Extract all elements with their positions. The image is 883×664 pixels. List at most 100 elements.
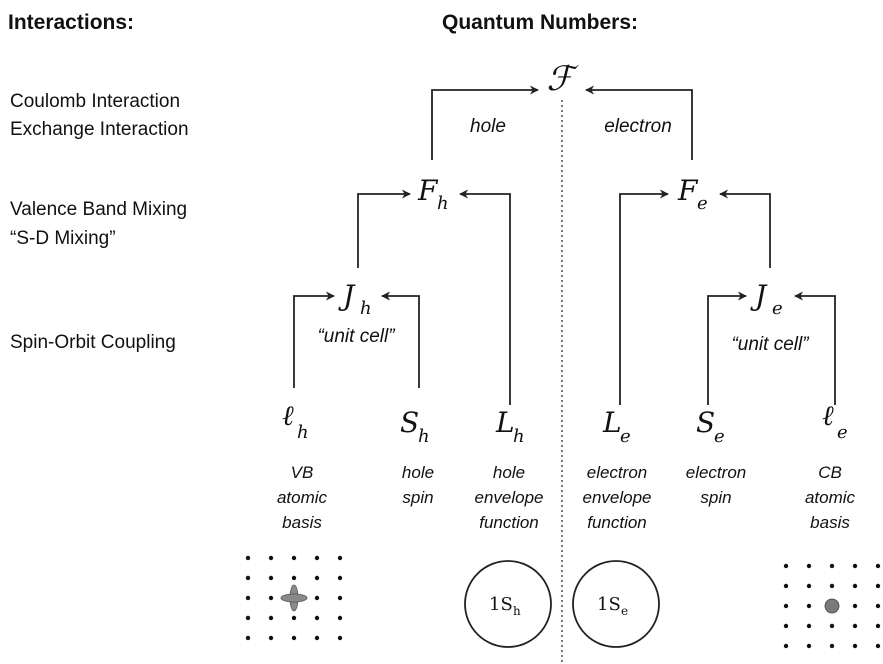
- se-to-je-arrow: [707, 291, 747, 405]
- lattice-dot: [291, 575, 297, 581]
- lattice-dot: [337, 595, 343, 601]
- lattice-dot: [806, 643, 812, 649]
- svg-text:e: e: [772, 298, 783, 319]
- valence-band-mixing-label: Valence Band Mixing: [10, 199, 187, 220]
- hole-envelope-orbital-icon: 1S h: [464, 560, 552, 648]
- svg-text:envelope: envelope: [582, 488, 651, 507]
- svg-text:L: L: [495, 406, 515, 439]
- svg-text:atomic: atomic: [277, 488, 328, 507]
- lattice-dot: [806, 583, 812, 589]
- lattice-dot: [783, 603, 789, 609]
- svg-text:electron: electron: [587, 463, 647, 482]
- svg-text:e: e: [714, 426, 725, 447]
- lattice-dot: [245, 615, 251, 621]
- lh-orbital-to-jh-arrow: [293, 291, 335, 388]
- interactions-header: Interactions:: [8, 11, 134, 34]
- cb-lattice-icon: [783, 563, 881, 649]
- lattice-dot: [268, 555, 274, 561]
- svg-text:1S: 1S: [597, 594, 621, 615]
- svg-text:spin: spin: [700, 488, 731, 507]
- total-angular-momentum-symbol: ℱ: [547, 59, 580, 99]
- lattice-dot: [245, 635, 251, 641]
- hole-envelope-momentum-node: L h: [495, 406, 525, 447]
- exchange-interaction-label: Exchange Interaction: [10, 119, 189, 140]
- cb-orbital-momentum-node: ℓ e: [822, 399, 848, 443]
- lattice-dot: [852, 643, 858, 649]
- svg-text:J: J: [750, 279, 768, 312]
- svg-text:S: S: [400, 406, 419, 439]
- electron-to-total-arrow: [585, 85, 693, 160]
- svg-text:S: S: [696, 406, 715, 439]
- sd-mixing-label: “S-D Mixing”: [10, 228, 116, 249]
- cb-atomic-basis-description: CB atomic basis: [805, 463, 856, 532]
- electron-branch-label: electron: [604, 116, 672, 137]
- svg-text:basis: basis: [282, 513, 322, 532]
- je-to-fe-arrow: [719, 189, 771, 268]
- svg-text:h: h: [418, 426, 430, 447]
- svg-text:VB: VB: [291, 463, 314, 482]
- lattice-dot: [829, 643, 835, 649]
- le-orbital-to-je-arrow: [794, 291, 836, 405]
- lattice-dot: [337, 555, 343, 561]
- hole-spin-node: S h: [400, 406, 430, 447]
- lattice-dot: [875, 583, 881, 589]
- lattice-dot: [314, 615, 320, 621]
- coulomb-interaction-label: Coulomb Interaction: [10, 91, 180, 112]
- lattice-dot: [852, 563, 858, 569]
- svg-text:ℓ: ℓ: [282, 399, 294, 432]
- hole-total-momentum-node: F h: [417, 174, 449, 214]
- lattice-dot: [245, 555, 251, 561]
- lattice-dot: [337, 615, 343, 621]
- vb-atomic-basis-description: VB atomic basis: [277, 463, 328, 532]
- svg-text:envelope: envelope: [474, 488, 543, 507]
- s-orbital-icon: [824, 598, 840, 614]
- hole-envelope-description: hole envelope function: [474, 463, 543, 532]
- lattice-dot: [829, 583, 835, 589]
- svg-text:hole: hole: [493, 463, 525, 482]
- svg-text:h: h: [513, 604, 521, 618]
- svg-text:e: e: [621, 604, 628, 618]
- lattice-dot: [337, 575, 343, 581]
- svg-text:L: L: [602, 406, 622, 439]
- svg-text:basis: basis: [810, 513, 850, 532]
- electron-spin-description: electron spin: [686, 463, 746, 507]
- lattice-dot: [268, 635, 274, 641]
- lattice-dot: [314, 575, 320, 581]
- lattice-dot: [783, 563, 789, 569]
- electron-angular-momentum-node: J e: [750, 279, 783, 319]
- lattice-dot: [337, 635, 343, 641]
- vb-orbital-momentum-node: ℓ h: [282, 399, 309, 443]
- lattice-dot: [806, 623, 812, 629]
- electron-envelope-orbital-icon: 1S e: [572, 560, 660, 648]
- sh-to-jh-arrow: [381, 291, 420, 388]
- svg-text:e: e: [620, 426, 631, 447]
- hole-branch-label: hole: [470, 116, 506, 137]
- lattice-dot: [852, 603, 858, 609]
- lattice-dot: [291, 555, 297, 561]
- p-orbital-icon: [280, 584, 308, 612]
- hole-spin-description: hole spin: [402, 463, 434, 507]
- lattice-dot: [268, 575, 274, 581]
- svg-text:atomic: atomic: [805, 488, 856, 507]
- electron-envelope-description: electron envelope function: [582, 463, 651, 532]
- lattice-dot: [806, 603, 812, 609]
- lattice-dot: [875, 623, 881, 629]
- electron-envelope-momentum-node: L e: [602, 406, 631, 447]
- lattice-dot: [783, 623, 789, 629]
- lattice-dot: [314, 595, 320, 601]
- svg-text:h: h: [297, 422, 309, 443]
- spin-orbit-coupling-label: Spin-Orbit Coupling: [10, 332, 176, 353]
- quantum-numbers-header: Quantum Numbers:: [442, 11, 638, 34]
- vb-lattice-icon: [245, 555, 343, 641]
- lattice-dot: [268, 615, 274, 621]
- lattice-dot: [875, 563, 881, 569]
- lattice-dot: [291, 615, 297, 621]
- svg-text:hole: hole: [402, 463, 434, 482]
- svg-text:F: F: [677, 174, 699, 207]
- lattice-dot: [875, 603, 881, 609]
- lattice-dot: [783, 643, 789, 649]
- lattice-dot: [875, 643, 881, 649]
- svg-text:ℓ: ℓ: [822, 399, 834, 432]
- svg-text:CB: CB: [818, 463, 842, 482]
